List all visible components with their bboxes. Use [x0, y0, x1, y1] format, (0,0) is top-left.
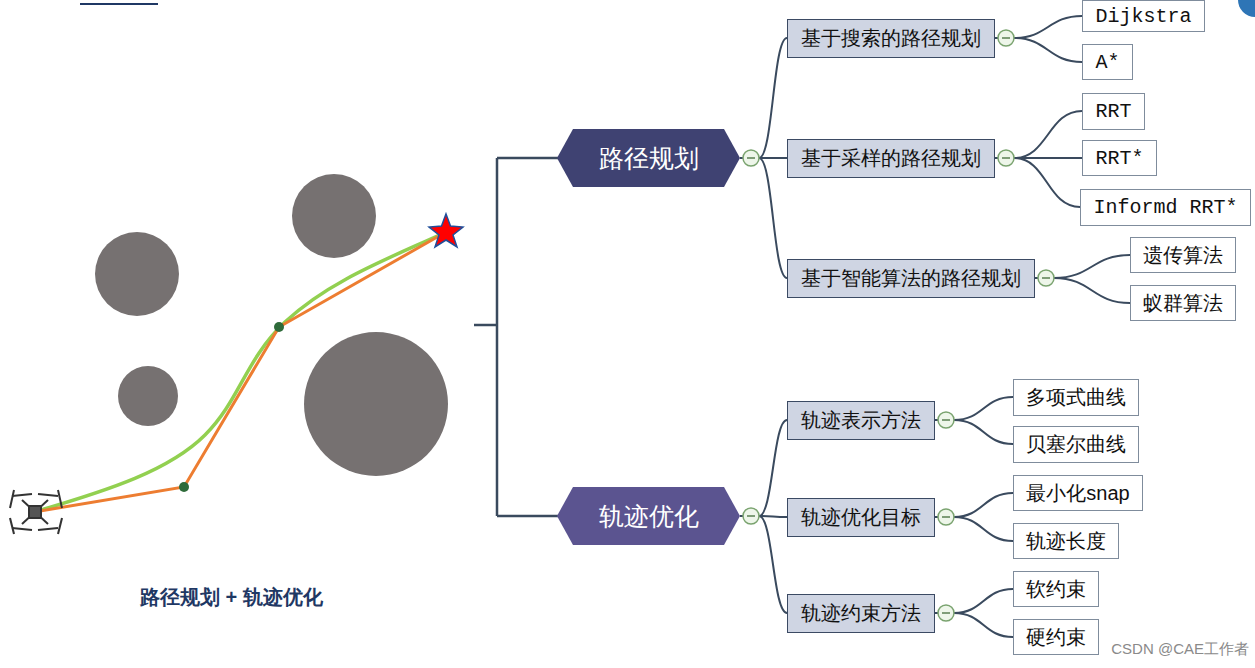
method-box: 硬约束 — [1013, 619, 1099, 655]
method-box: Dijkstra — [1082, 0, 1205, 32]
branch-connector — [740, 420, 787, 516]
method-box: RRT — [1082, 93, 1145, 130]
obstacles — [95, 174, 448, 476]
obstacle — [292, 174, 376, 258]
node-text: RRT* — [1095, 147, 1143, 170]
collapse-toggle — [743, 508, 759, 524]
node-text: RRT — [1095, 100, 1131, 123]
collapse-toggle — [743, 150, 759, 166]
obstacle — [304, 332, 448, 476]
category-box: 基于采样的路径规划 — [787, 139, 995, 178]
collapse-toggle — [998, 150, 1014, 166]
method-box: Informd RRT* — [1080, 189, 1251, 226]
node-text: 贝塞尔曲线 — [1026, 431, 1126, 458]
node-text: 多项式曲线 — [1026, 384, 1126, 411]
root-bracket — [474, 158, 560, 516]
collapse-toggle — [1038, 270, 1054, 286]
branch-connector — [740, 516, 787, 613]
node-text: 基于采样的路径规划 — [801, 145, 981, 172]
topic-hexagon: 路径规划 — [557, 129, 740, 187]
watermark: CSDN @CAE工作者 — [1111, 640, 1249, 659]
waypoint — [274, 322, 284, 332]
node-text: A* — [1095, 51, 1119, 74]
method-box: 蚁群算法 — [1130, 285, 1236, 321]
node-text: 蚁群算法 — [1143, 290, 1223, 317]
category-box: 轨迹约束方法 — [787, 594, 935, 633]
method-box: 最小化snap — [1013, 475, 1143, 511]
category-box: 轨迹优化目标 — [787, 498, 935, 537]
category-box: 轨迹表示方法 — [787, 401, 935, 440]
method-box: 多项式曲线 — [1013, 379, 1139, 416]
branch-connector — [995, 157, 1082, 159]
node-text: 基于智能算法的路径规划 — [801, 265, 1021, 292]
category-box: 基于智能算法的路径规划 — [787, 259, 1035, 298]
node-text: 软约束 — [1026, 576, 1086, 603]
planned-path — [34, 232, 446, 512]
node-text: 遗传算法 — [1143, 242, 1223, 269]
top-rule — [80, 3, 158, 5]
method-box: 软约束 — [1013, 571, 1099, 607]
method-box: RRT* — [1082, 140, 1157, 176]
node-text: 路径规划 — [599, 142, 699, 175]
node-text: 最小化snap — [1026, 480, 1129, 507]
category-box: 基于搜索的路径规划 — [787, 19, 995, 58]
method-box: 轨迹长度 — [1013, 523, 1119, 559]
node-text: 轨迹优化目标 — [801, 504, 921, 531]
branch-connector — [740, 158, 787, 278]
collapse-toggle — [938, 412, 954, 428]
branch-connector — [740, 157, 787, 159]
method-box: A* — [1082, 44, 1133, 80]
topic-hexagon: 轨迹优化 — [557, 487, 740, 545]
obstacle — [118, 366, 178, 426]
goal-star — [429, 214, 463, 247]
node-text: 硬约束 — [1026, 624, 1086, 651]
node-text: Informd RRT* — [1093, 196, 1237, 219]
node-text: 基于搜索的路径规划 — [801, 25, 981, 52]
node-text: 轨迹长度 — [1026, 528, 1106, 555]
method-box: 遗传算法 — [1130, 237, 1236, 273]
obstacle — [95, 232, 179, 316]
caption: 路径规划 + 轨迹优化 — [140, 584, 323, 611]
waypoint — [179, 482, 189, 492]
branch-connector — [740, 38, 787, 158]
collapse-toggle — [938, 605, 954, 621]
drone-icon — [10, 490, 62, 534]
node-text: 轨迹约束方法 — [801, 600, 921, 627]
collapse-toggle — [998, 30, 1014, 46]
method-box: 贝塞尔曲线 — [1013, 426, 1139, 463]
collapse-toggle — [938, 509, 954, 525]
node-text: 轨迹表示方法 — [801, 407, 921, 434]
optimized-trajectory — [34, 232, 446, 512]
node-text: 轨迹优化 — [599, 500, 699, 533]
corner-badge — [1238, 0, 1255, 17]
node-text: Dijkstra — [1095, 5, 1191, 28]
